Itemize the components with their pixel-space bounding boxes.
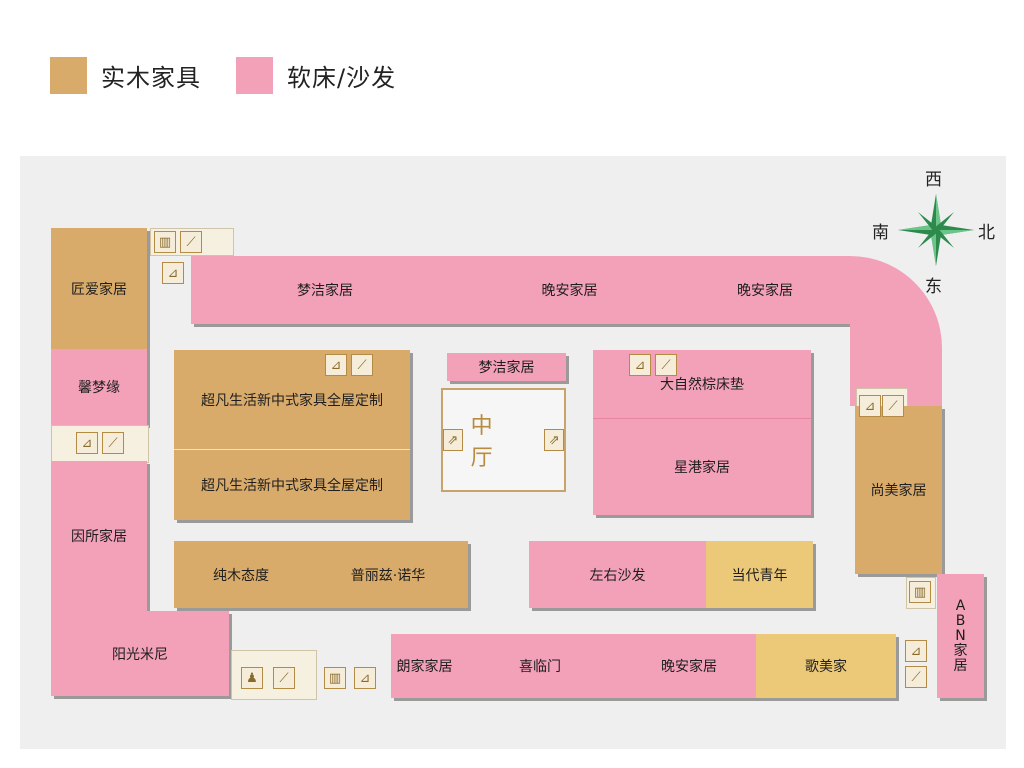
store-dangdai[interactable]: 当代青年 (706, 541, 813, 608)
store-chunmu[interactable]: 纯木态度 (174, 541, 308, 608)
divider (593, 418, 811, 419)
stairs-icon[interactable]: ⊿ (905, 640, 927, 662)
store-wanan-top-2[interactable]: 晚安家居 (680, 256, 850, 324)
stairs-icon[interactable]: ⊿ (162, 262, 184, 284)
store-yinsuo[interactable]: 因所家居 (51, 461, 147, 611)
store-label-char: N (955, 627, 966, 644)
store-label: 普丽兹·诺华 (350, 567, 426, 584)
compass-east: 东 (925, 277, 942, 297)
store-label: 左右沙发 (589, 567, 646, 584)
elevator-icon[interactable]: ▥ (324, 667, 346, 689)
hall-label: 中 厅 (470, 414, 501, 471)
compass-west: 西 (925, 170, 942, 190)
store-label: 梦洁家居 (297, 283, 353, 299)
store-gemei[interactable]: 歌美家 (756, 634, 896, 698)
store-wanan-bottom[interactable]: 晚安家居 (622, 634, 756, 698)
stairs-icon[interactable]: ⊿ (354, 667, 376, 689)
store-xinggang[interactable]: 星港家居 (593, 418, 811, 515)
store-label-char: 家 (953, 642, 968, 659)
elevator-icon[interactable]: ▥ (909, 581, 931, 603)
legend-soft-bed-sofa: 软床/沙发 (236, 56, 396, 94)
stairs-icon[interactable]: ⊿ (859, 395, 881, 417)
store-yangguangmini[interactable]: 阳光米尼 (51, 611, 229, 696)
store-xinmengyuan[interactable]: 馨梦缘 (51, 349, 147, 425)
store-label: 大自然棕床垫 (660, 377, 744, 393)
stairs-icon[interactable]: ⊿ (76, 432, 98, 454)
escalator-icon[interactable]: ⟋ (102, 432, 124, 454)
escalator-icon[interactable]: ⟋ (351, 354, 373, 376)
compass: 西 南 北 东 (872, 165, 1000, 297)
stairs-icon[interactable]: ⊿ (629, 354, 651, 376)
store-label: 梦洁家居 (478, 360, 535, 376)
store-label: 晚安家居 (661, 659, 717, 675)
store-langjia[interactable]: 朗家家居 (391, 634, 458, 698)
store-label: 晚安家居 (737, 283, 793, 299)
store-label-char: 居 (953, 657, 968, 674)
store-label: 星港家居 (674, 459, 730, 476)
escalator-icon: ⇗ (544, 429, 564, 451)
store-xilinmen[interactable]: 喜临门 (458, 634, 622, 698)
store-daziran[interactable]: 大自然棕床垫 (593, 350, 811, 418)
store-zuoyou[interactable]: 左右沙发 (529, 541, 706, 608)
legend-label-solid-wood: 实木家具 (101, 63, 201, 92)
escalator-icon: ⇗ (443, 429, 463, 451)
store-label: 阳光米尼 (112, 646, 168, 663)
compass-south: 南 (872, 223, 889, 243)
stairs-icon[interactable]: ⊿ (325, 354, 347, 376)
elevator-icon[interactable]: ▥ (154, 231, 176, 253)
store-label: 歌美家 (805, 659, 847, 675)
divider (174, 449, 410, 450)
store-label: 因所家居 (71, 529, 127, 545)
store-label: 匠爱家居 (71, 281, 127, 298)
escalator-icon[interactable]: ⟋ (655, 354, 677, 376)
store-label: 超凡生活新中式家具全屋定制 (201, 477, 383, 494)
store-chaofan-2[interactable]: 超凡生活新中式家具全屋定制 (174, 449, 410, 520)
store-label: 朗家家居 (396, 659, 453, 675)
store-label: 喜临门 (519, 659, 561, 675)
store-pulizi[interactable]: 普丽兹·诺华 (308, 541, 468, 608)
store-label-char: A (955, 597, 966, 614)
store-abn[interactable]: A B N 家 居 (937, 574, 984, 698)
escalator-icon[interactable]: ⟋ (180, 231, 202, 253)
legend-solid-wood: 实木家具 (50, 56, 201, 94)
escalator-icon[interactable]: ⟋ (273, 667, 295, 689)
store-chaofan-1[interactable]: 超凡生活新中式家具全屋定制 (174, 350, 410, 449)
store-mengjie-top[interactable]: 梦洁家居 (191, 256, 459, 324)
escalator-icon[interactable]: ⟋ (882, 395, 904, 417)
store-jiangai[interactable]: 匠爱家居 (51, 228, 147, 349)
store-shangmei[interactable]: 尚美家居 (855, 406, 942, 574)
store-mengjie-small[interactable]: 梦洁家居 (447, 353, 566, 381)
compass-north: 北 (978, 223, 995, 243)
store-label: 晚安家居 (541, 283, 598, 299)
central-hall[interactable]: ⇗ 中 厅 ⇗ (441, 388, 566, 492)
store-label: 超凡生活新中式家具全屋定制 (201, 392, 383, 409)
store-label: 尚美家居 (870, 483, 927, 499)
legend-label-soft-bed-sofa: 软床/沙发 (287, 63, 397, 92)
facility-box-left (51, 425, 149, 463)
legend-swatch-soft-bed-sofa (236, 56, 273, 94)
store-wanan-top-1[interactable]: 晚安家居 (459, 256, 680, 324)
escalator-icon[interactable]: ⟋ (905, 666, 927, 688)
legend-swatch-solid-wood (50, 56, 87, 94)
store-label-char: B (955, 612, 966, 629)
compass-rose-icon (898, 194, 974, 266)
store-label: 纯木态度 (213, 567, 269, 584)
store-label: 当代青年 (731, 567, 788, 584)
restroom-icon[interactable]: ♟ (241, 667, 263, 689)
store-label: 馨梦缘 (78, 380, 120, 396)
